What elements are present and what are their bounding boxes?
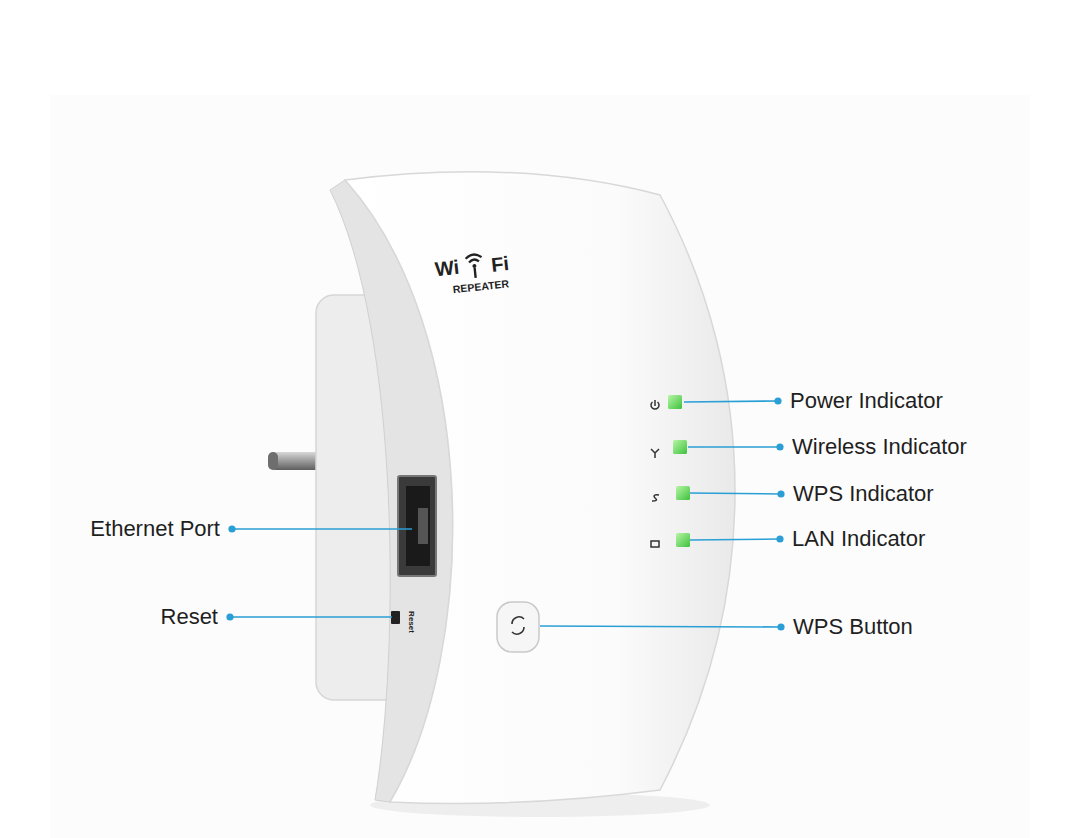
- leader-line: [540, 626, 781, 627]
- part-label: WPS Indicator: [793, 482, 934, 506]
- wifi-logo-icon: [465, 254, 483, 279]
- ethernet-socket: [406, 486, 430, 566]
- lan-led: [676, 533, 690, 547]
- lan-icon: [651, 541, 659, 547]
- wifi-stem: [473, 268, 476, 278]
- leader-line: [232, 528, 412, 530]
- wps-icon: [652, 495, 659, 501]
- wireless-led: [673, 440, 687, 454]
- wps-arrow: [512, 627, 524, 634]
- wps-led: [676, 486, 690, 500]
- leader-dot: [229, 526, 235, 532]
- reset-button: [391, 611, 400, 624]
- leader-lines: [227, 398, 784, 630]
- wps-button-icon: [512, 617, 524, 634]
- logo-text: Wi: [434, 256, 460, 280]
- leader-dot: [777, 444, 783, 450]
- wps-arrow: [512, 617, 524, 624]
- power-led: [668, 395, 682, 409]
- ethernet-port: [398, 476, 436, 576]
- leader-dot: [227, 614, 233, 620]
- leader-dot: [778, 491, 784, 497]
- device-marking: Reset: [407, 611, 416, 633]
- leader-line: [688, 446, 780, 448]
- part-label: LAN Indicator: [792, 527, 925, 551]
- wifi-arc: [465, 254, 481, 259]
- leader-dot: [775, 398, 781, 404]
- wps-button: [497, 602, 539, 652]
- part-label: WPS Button: [793, 615, 913, 639]
- leader-line: [684, 401, 778, 402]
- leader-dot: [777, 536, 783, 542]
- background-panel: [50, 95, 1030, 838]
- leader-line: [230, 616, 392, 618]
- plug-pin-tip: [268, 452, 278, 470]
- wifi-arc: [469, 259, 479, 263]
- housing-front: [345, 172, 735, 804]
- logo-text: Fi: [490, 252, 510, 276]
- ethernet-contacts: [418, 508, 428, 544]
- power-icon: [654, 400, 656, 406]
- part-label: Wireless Indicator: [792, 435, 967, 459]
- leader-dot: [778, 624, 784, 630]
- part-label: Power Indicator: [790, 389, 943, 413]
- part-label: Reset: [161, 605, 218, 629]
- part-label: Ethernet Port: [90, 517, 220, 541]
- leader-line: [690, 539, 780, 540]
- leader-line: [690, 493, 781, 494]
- indicator-icons: [651, 400, 659, 547]
- wifi-dot: [472, 264, 476, 268]
- wireless-icon: [651, 449, 659, 458]
